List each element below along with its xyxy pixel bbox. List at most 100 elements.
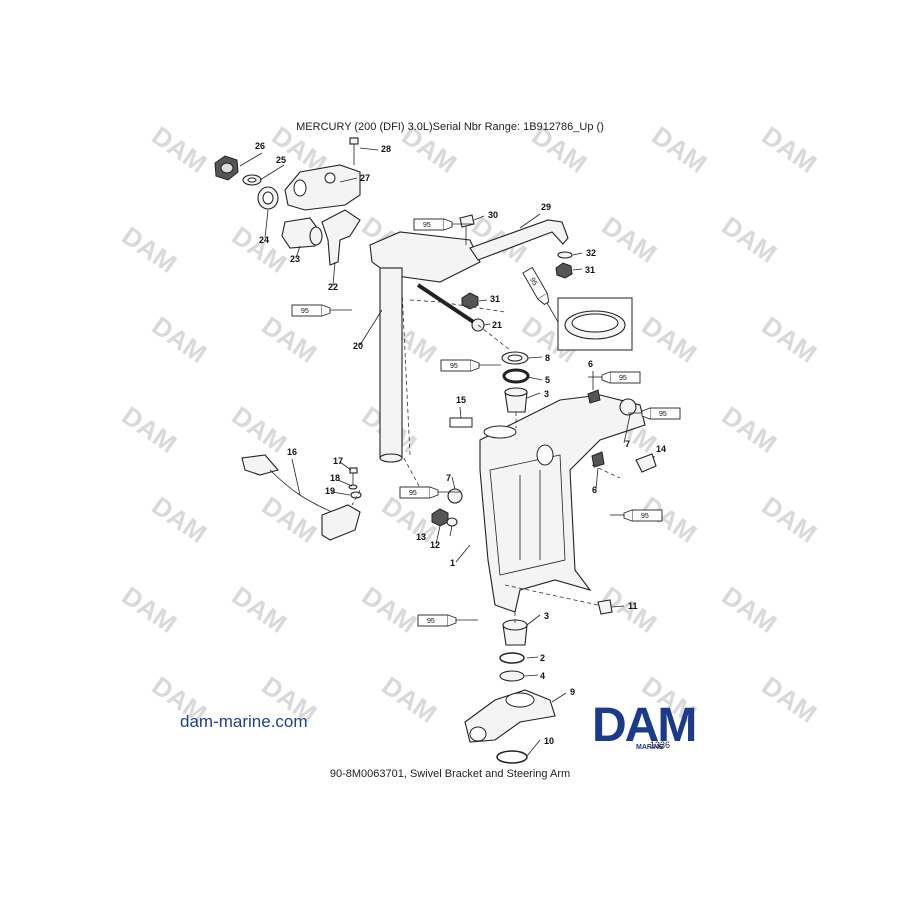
- watermark-text: DAM: [757, 310, 823, 369]
- watermark-text: DAM: [147, 310, 213, 369]
- part-6-fitting-lower: [591, 451, 605, 468]
- leader-line: [527, 376, 543, 381]
- callout-22: 22: [328, 282, 338, 292]
- part-6-fitting-upper: [587, 389, 601, 404]
- part-9-steering-yoke: [464, 689, 556, 743]
- callout-7: 7: [446, 473, 451, 483]
- callout-28: 28: [381, 144, 391, 154]
- callout-1: 1: [450, 558, 455, 568]
- logo-wordmark: DAM: [592, 699, 697, 752]
- part-7-bushing-left: [447, 488, 463, 504]
- leader-line: [526, 392, 541, 399]
- callout-8: 8: [545, 353, 550, 363]
- leader-line: [332, 261, 336, 286]
- lubricant-tube-95: 95: [588, 371, 641, 384]
- part-3-bushing-upper: [504, 387, 528, 413]
- lube-label: 95: [427, 618, 435, 625]
- part-31-nut-lower: [461, 292, 479, 310]
- lube-label: 95: [301, 308, 309, 315]
- lubricant-tube-95: 95: [413, 218, 474, 231]
- lubricant-tube-95: 95: [417, 614, 478, 627]
- callout-27: 27: [360, 173, 370, 183]
- leader-line: [449, 525, 453, 537]
- lube-label: 95: [423, 222, 431, 229]
- callout-16: 16: [287, 447, 297, 457]
- watermark-text: DAM: [717, 400, 783, 459]
- part-22-bracket: [321, 209, 361, 266]
- callout-11: 11: [628, 601, 638, 611]
- callout-12: 12: [430, 540, 440, 550]
- watermark-text: DAM: [257, 310, 323, 369]
- leader-line: [339, 177, 358, 183]
- leader-line: [519, 213, 541, 229]
- leader-line: [527, 356, 543, 359]
- callout-2: 2: [540, 653, 545, 663]
- leader-line: [483, 323, 491, 326]
- site-link[interactable]: dam-marine.com: [180, 712, 308, 731]
- callout-25: 25: [276, 155, 286, 165]
- callout-19: 19: [325, 486, 335, 496]
- leader-line: [359, 309, 383, 346]
- part-31-nut-upper: [555, 262, 573, 279]
- part-24-bushing: [257, 186, 279, 210]
- callout-29: 29: [541, 202, 551, 212]
- leader-line: [451, 476, 456, 490]
- leader-line: [526, 656, 539, 659]
- part-14-pin: [635, 453, 657, 473]
- watermark-text: DAM: [717, 580, 783, 639]
- inset-seal-box: [557, 297, 633, 351]
- part-27-clamp: [284, 164, 361, 211]
- leader-line: [359, 147, 379, 151]
- lubricant-tube-95: 95: [399, 486, 460, 499]
- callout-20: 20: [353, 341, 363, 351]
- leader-line: [526, 614, 541, 626]
- watermark-text: DAM: [117, 400, 183, 459]
- part-20-steering-tube: [369, 231, 481, 463]
- leader-line: [435, 525, 441, 545]
- part-5-seal: [502, 368, 530, 384]
- callout-15: 15: [456, 395, 466, 405]
- watermark-text: DAM: [147, 490, 213, 549]
- callout-13: 13: [416, 532, 426, 542]
- watermark-text: DAM: [377, 670, 443, 729]
- lubricant-tube-95: 95: [628, 407, 681, 420]
- part-12-washer: [446, 517, 458, 527]
- part-7-bushing-right: [619, 398, 637, 416]
- callout-7: 7: [625, 439, 630, 449]
- leader-line: [572, 252, 583, 256]
- leader-line: [459, 406, 462, 419]
- callout-9: 9: [570, 687, 575, 697]
- callout-26: 26: [255, 141, 265, 151]
- assembly-lines: [351, 289, 621, 625]
- watermark-text: DAM: [717, 210, 783, 269]
- callout-3: 3: [544, 389, 549, 399]
- watermark-text: DAM: [227, 220, 293, 279]
- lube-label: 95: [641, 513, 649, 520]
- part-21-rod: [416, 283, 485, 332]
- lube-label: 95: [409, 490, 417, 497]
- leader-line: [572, 268, 583, 271]
- leader-line: [339, 461, 352, 471]
- part-23-bushing: [281, 217, 323, 249]
- callout-10: 10: [544, 736, 554, 746]
- part-3-bushing-lower: [502, 619, 528, 646]
- diagram-caption: 90-8M0063701, Swivel Bracket and Steerin…: [329, 768, 571, 780]
- callout-14: 14: [656, 444, 666, 454]
- part-1-swivel-bracket: [479, 394, 646, 613]
- lubricant-tube-95: 95: [610, 509, 663, 522]
- part-29-link: [469, 219, 569, 261]
- watermark-text: DAM: [117, 220, 183, 279]
- callout-32: 32: [586, 248, 596, 258]
- part-28-bolt: [349, 137, 359, 165]
- watermark-text: DAM: [757, 490, 823, 549]
- leader-line: [478, 299, 488, 302]
- part-11-screw: [597, 599, 613, 615]
- leader-line: [611, 605, 625, 608]
- leader-line: [595, 467, 599, 490]
- lubricant-tube-95: 95: [440, 359, 501, 372]
- watermark-text: DAM: [117, 580, 183, 639]
- callout-23: 23: [290, 254, 300, 264]
